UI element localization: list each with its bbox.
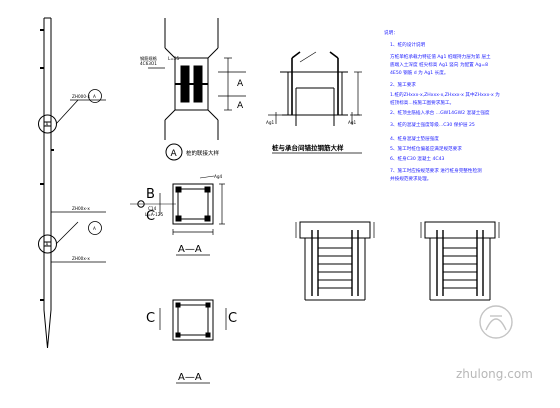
section-mark-c-upper: C: [146, 209, 155, 224]
cap-elevation-2: [420, 221, 500, 301]
note-line: 1.桩的ZHxxx-x,ZHxxx-x,ZHxxx-x 其中ZHxxx-x 为: [390, 91, 500, 98]
section1-note-2: L=A-125: [145, 212, 163, 217]
detail-a-section-mark-1: A: [237, 79, 244, 89]
cap-detail-title: 桩与承台间锚拉钢筋大样: [272, 143, 344, 152]
section-mark-c-left: C: [146, 311, 155, 326]
pile-joint-mark-2: A: [46, 242, 49, 247]
note-line: 方桩单桩承载力特征值 Ag1 桩端持力层为第 层土: [390, 53, 491, 60]
section-mark-b: B: [146, 187, 155, 202]
pile-elevation: [38, 17, 57, 349]
detail-a-section-mark-2: A: [237, 101, 244, 111]
watermark-text: zhulong.com: [456, 367, 533, 381]
cap-left-label: Ag1: [266, 120, 275, 125]
watermark-logo: [479, 305, 513, 339]
cap-elevation-1: [295, 221, 375, 301]
pile-label-2: ZH00x-x: [72, 206, 90, 211]
cap-anchor-detail: [268, 51, 362, 126]
note-line: 桩顶标高...按施工图要求施工。: [390, 99, 454, 106]
detail-a-rebar-label: 钢筋规格: [140, 55, 158, 62]
pile-callout-a2: A: [93, 226, 96, 231]
note-line: 底端入土深度 桩尖标高 Ag1 竖向 为配置 Ag=8: [390, 61, 488, 68]
note-line: 6、桩身C30 混凝土 4C43: [390, 155, 445, 162]
note-line: 1、桩的设计说明: [390, 41, 425, 48]
note-line: 5、施工时桩位偏差应满足规范要求: [390, 145, 462, 152]
pile-joint-mark-1: A: [46, 122, 49, 127]
note-line: 4E50 钢筋 d 为 Ag1 长度。: [390, 69, 448, 76]
section-aa-upper-label: A—A: [178, 244, 202, 255]
detail-a-title: A: [171, 149, 178, 159]
pile-leaders: [51, 89, 106, 263]
pile-label-1: ZH000-x: [72, 94, 91, 99]
detail-a-length: L=25: [168, 56, 180, 61]
section-mark-c-right: C: [228, 311, 237, 326]
note-line: 7、施工时应按规范要求 进行桩身完整性检测: [390, 167, 482, 174]
section1-rebar-label: Ag4: [214, 174, 223, 179]
note-line: 2、施工要求: [390, 81, 416, 88]
detail-a-rebar-spec: 4C63O1: [140, 61, 157, 66]
pile-label-3: ZH00x-x: [72, 256, 90, 261]
note-line: 并按规范要求处理。: [390, 175, 431, 182]
section-aa-upper: [130, 175, 225, 235]
section-aa-lower-label: A—A: [178, 372, 202, 383]
section1-note-1: C14: [148, 206, 157, 211]
note-line: 说明：: [384, 29, 398, 36]
note-line: 4、桩身混凝土垫层强度: [390, 135, 439, 142]
cap-right-label: Ag1: [348, 120, 357, 125]
note-line: 2、桩顶主筋插入承台 ...GW14GW2 混凝土强度: [390, 109, 490, 116]
detail-a-joint: [148, 18, 246, 161]
note-line: 3、桩的混凝土强度等级...C30 保护层 25: [390, 121, 475, 128]
notes-block: 说明： 1、桩的设计说明 方桩单桩承载力特征值 Ag1 桩端持力层为第 层土 底…: [384, 29, 500, 182]
pile-callout-a1: A: [93, 94, 96, 99]
detail-a-caption: 桩的联接大样: [186, 149, 220, 157]
section-aa-lower: [159, 299, 227, 341]
